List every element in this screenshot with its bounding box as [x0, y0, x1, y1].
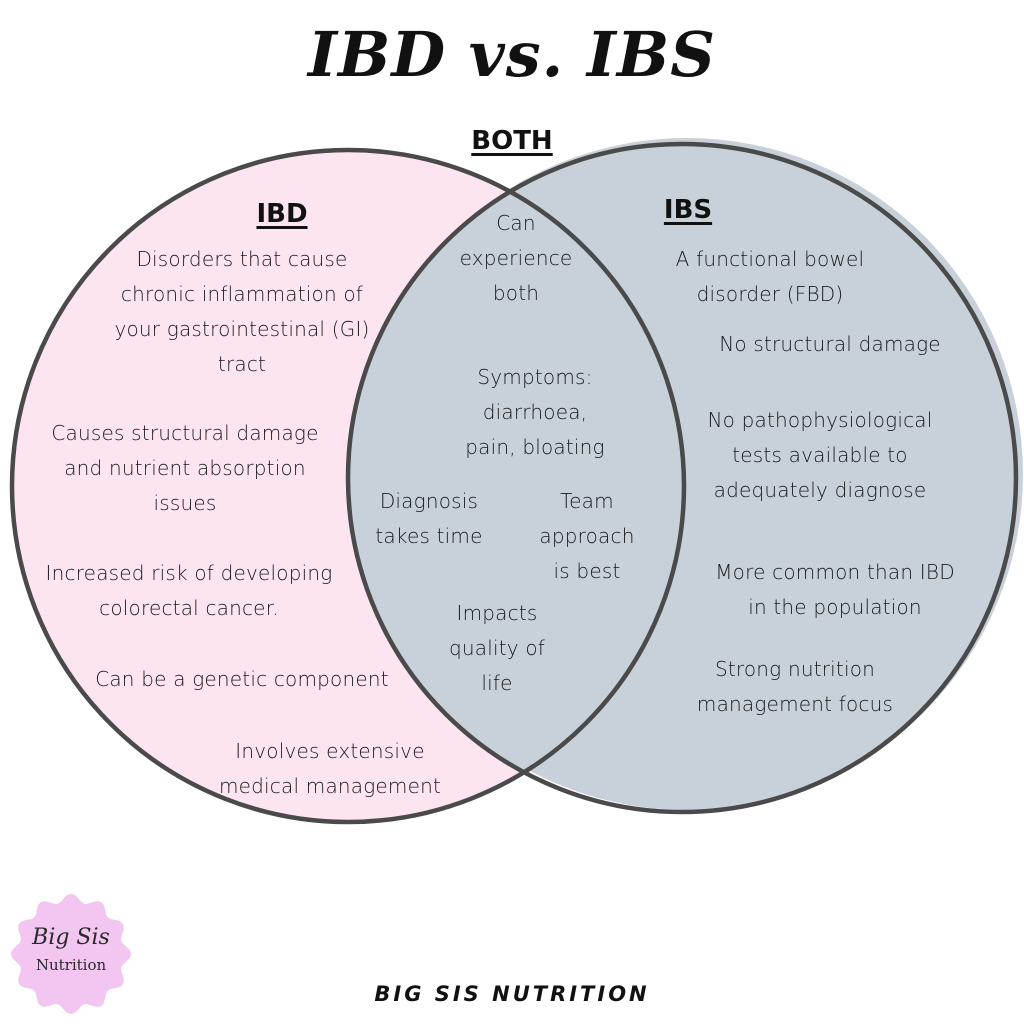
ibs-item-no-tests: No pathophysiological tests available to… [707, 408, 933, 502]
footer-brand: BIG SIS NUTRITION [374, 982, 650, 1006]
ibs-heading: IBS [663, 195, 713, 225]
both-item-symptoms: Symptoms: diarrhoea, pain, bloating [465, 365, 605, 459]
overlap-fill [348, 149, 685, 812]
logo-badge-shape [11, 894, 131, 1014]
ibs-circle-outline [345, 141, 1019, 815]
ibd-item-medical-management: Involves extensive medical management [218, 739, 442, 798]
ibs-item-no-structural-damage: No structural damage [719, 332, 941, 356]
ibd-item-structural-damage: Causes structural damage and nutrient ab… [51, 421, 319, 515]
both-item-quality-of-life: Impacts quality of life [448, 601, 546, 695]
both-heading: BOTH [471, 126, 553, 156]
ibs-item-nutrition-focus: Strong nutrition management focus [696, 657, 894, 716]
ibd-circle-outline [9, 147, 687, 825]
ibs-item-definition: A functional bowel disorder (FBD) [675, 247, 865, 306]
page-title: IBD vs. IBS [307, 18, 717, 91]
ibd-item-definition: Disorders that cause chronic inflammatio… [114, 247, 370, 376]
both-item-experience-both: Can experience both [459, 211, 573, 305]
both-item-diagnosis-time: Diagnosis takes time [375, 489, 483, 548]
both-item-team-approach: Team approach is best [539, 489, 635, 583]
ibd-item-genetic: Can be a genetic component [95, 667, 389, 691]
logo-text-big-sis: Big Sis [32, 925, 110, 950]
ibs-item-more-common: More common than IBD in the population [715, 560, 955, 619]
ibd-item-cancer-risk: Increased risk of developing colorectal … [45, 561, 333, 620]
logo-text-nutrition: Nutrition [35, 956, 107, 974]
ibd-heading: IBD [256, 199, 308, 229]
